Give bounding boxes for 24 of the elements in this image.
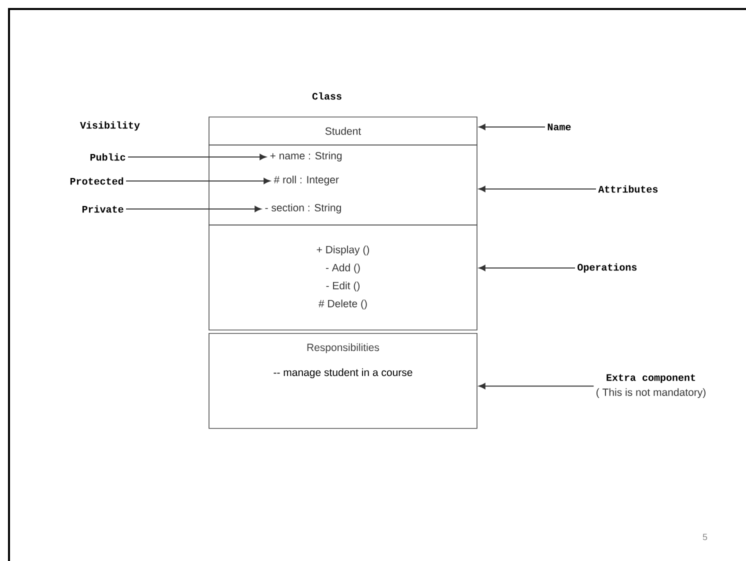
heading-label: Class bbox=[312, 92, 342, 100]
arrow bbox=[478, 383, 594, 390]
attribute-text: # roll : Integer bbox=[274, 176, 339, 186]
arrow bbox=[128, 154, 266, 160]
callout-label: Name bbox=[548, 124, 571, 130]
class-compartment: Student bbox=[208, 116, 478, 146]
callout-label: Operations bbox=[578, 263, 637, 273]
arrow bbox=[126, 178, 270, 184]
heading-label: Visibility bbox=[80, 121, 140, 131]
class-compartment: + Display () - Add () - Edit () # Delete () bbox=[208, 224, 478, 330]
arrow bbox=[126, 206, 262, 212]
arrow bbox=[478, 124, 546, 130]
arrow bbox=[478, 186, 596, 192]
callout-label: Private bbox=[82, 205, 124, 213]
page-number: 5 bbox=[702, 534, 708, 540]
callout-label: Extra component ( This is not mandatory) bbox=[596, 374, 706, 398]
callout-label: Attributes bbox=[598, 185, 658, 193]
attribute-text: - section : String bbox=[265, 204, 341, 214]
callout-label: Protected bbox=[70, 177, 124, 185]
attribute-text: + name : String bbox=[270, 152, 342, 162]
callout-label: Public bbox=[90, 153, 126, 161]
class-compartment bbox=[208, 144, 478, 226]
responsibilities-box: Responsibilities -- manage student in a course bbox=[208, 333, 478, 429]
arrow bbox=[478, 264, 576, 272]
